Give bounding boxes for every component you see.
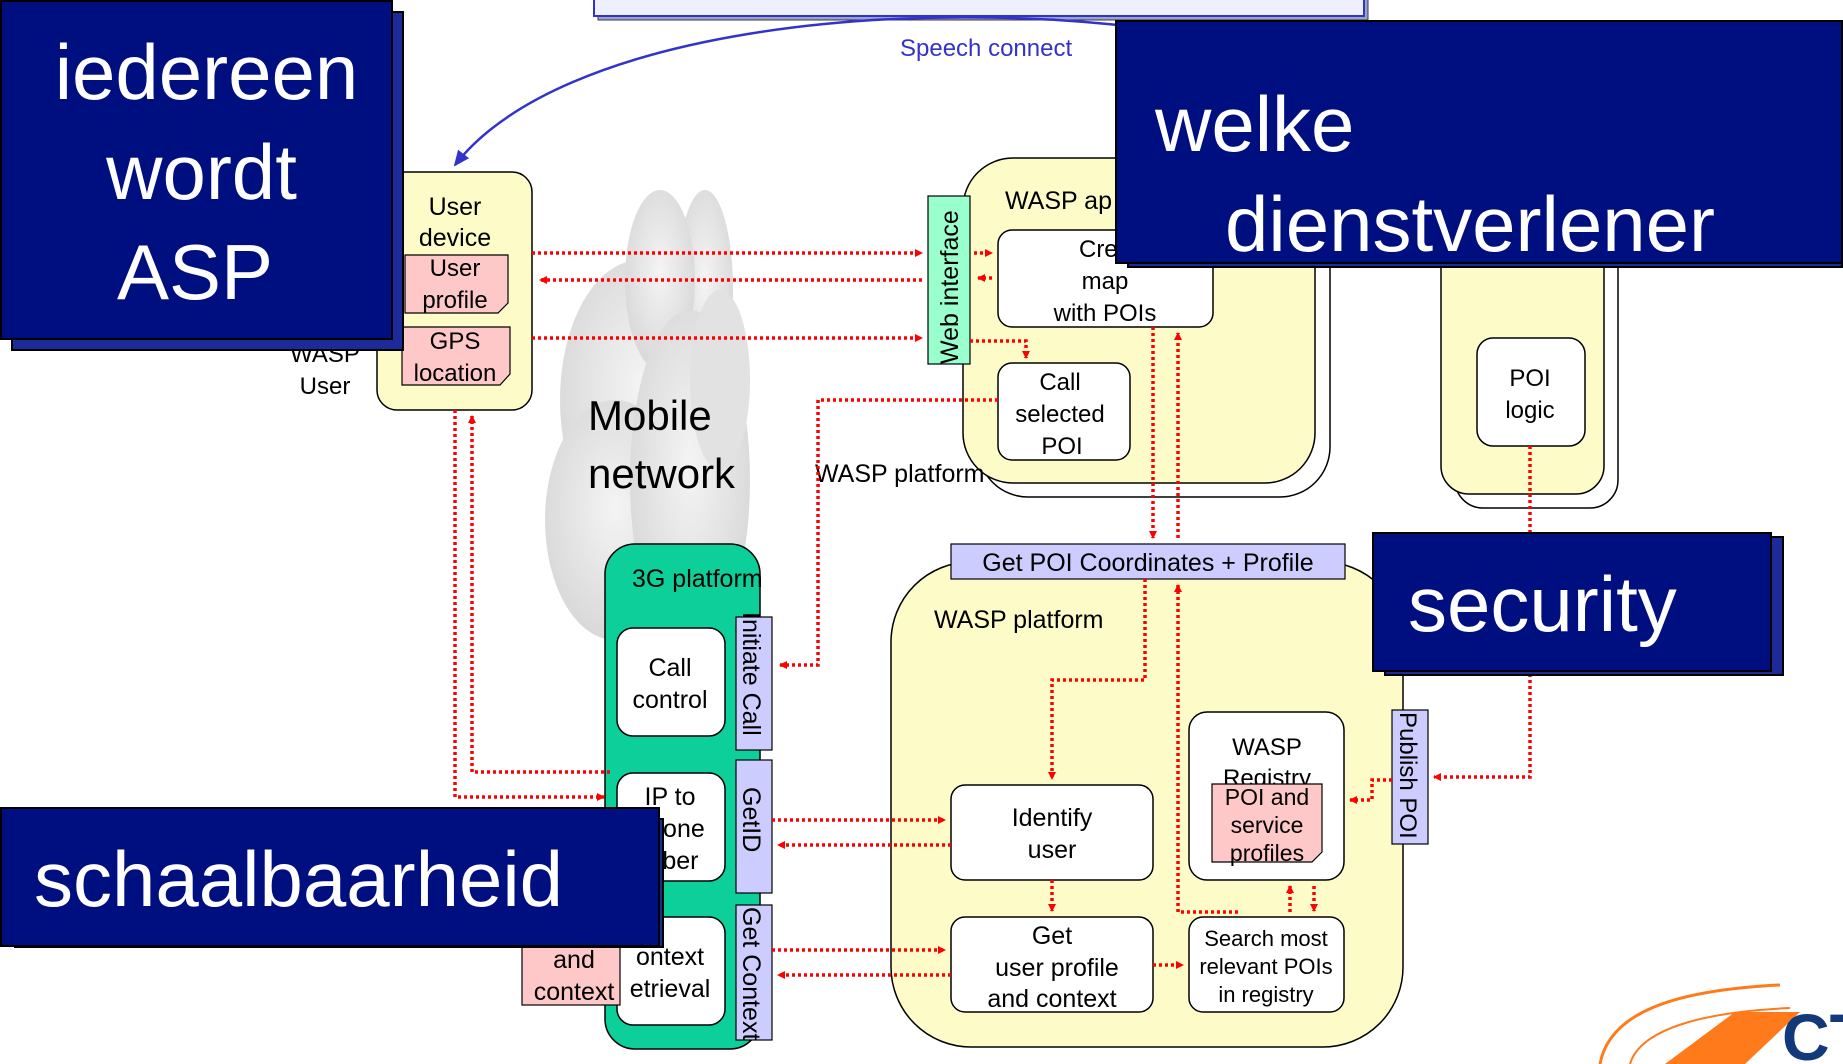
identify-label-1: Identify	[1012, 804, 1093, 832]
wasp-user-label-2: User	[300, 373, 351, 400]
call-poi-label-1: Call	[1039, 369, 1080, 396]
ctit-logo: CTI	[1598, 983, 1843, 1064]
user-profile-doc: User profile	[404, 254, 509, 314]
ip-phone-label-1: IP to	[645, 783, 696, 811]
context-label-2: etrieval	[630, 975, 711, 1003]
user-profile-label-2: profile	[422, 287, 487, 314]
gps-label-1: GPS	[430, 328, 481, 355]
connector-3g-to-device	[468, 415, 610, 774]
poi-profiles-label-2: service	[1231, 812, 1304, 838]
poi-profiles-label-3: profiles	[1230, 840, 1304, 866]
platform-3g-title: 3G platform	[632, 565, 763, 593]
gps-label-2: location	[414, 360, 497, 387]
get-poi-coordinates-bar: Get POI Coordinates + Profile	[950, 543, 1346, 580]
callout-security-text: security	[1408, 560, 1677, 648]
callout-iedereen-line-2: wordt	[106, 128, 297, 216]
identify-user-box: Identify user	[950, 784, 1154, 881]
callout-dienstverlener-line-2: dienstverlener	[1225, 180, 1715, 268]
getid-bar: GetID	[735, 759, 773, 894]
get-context-bar: Get Context	[735, 904, 773, 1041]
and-context-label-1: and	[553, 946, 595, 974]
call-control-label-2: control	[632, 686, 707, 714]
mobile-network-label-2: network	[588, 450, 736, 497]
create-map-label-3: with POIs	[1053, 300, 1157, 327]
call-control-label-1: Call	[648, 654, 691, 682]
get-context-label: Get Context	[737, 907, 765, 1040]
call-control-box: Call control	[616, 627, 726, 737]
callout-dienstverlener: welke dienstverlener	[1115, 20, 1843, 268]
get-profile-label-3: and context	[987, 985, 1116, 1013]
search-pois-box: Search most relevant POIs in registry	[1188, 916, 1345, 1013]
get-user-profile-box: Get user profile and context	[950, 916, 1154, 1013]
poi-logic-label-2: logic	[1505, 397, 1554, 424]
user-device-title-2: device	[419, 224, 491, 252]
identify-label-2: user	[1028, 836, 1077, 864]
wasp-registry-box: WASP Registry POI and service profiles	[1188, 711, 1345, 881]
call-poi-label-3: POI	[1041, 433, 1082, 460]
search-label-3: in registry	[1218, 982, 1313, 1007]
wasp-platform-title: WASP platform	[934, 606, 1104, 634]
initiate-call-bar: Initiate Call	[735, 612, 773, 751]
registry-label-1: WASP	[1232, 734, 1302, 761]
callout-iedereen: iedereen wordt ASP	[0, 0, 393, 340]
call-selected-poi-box: Call selected POI	[997, 362, 1131, 461]
callout-iedereen-line-1: iedereen	[54, 28, 359, 116]
logo-text: CTI	[1782, 1000, 1843, 1064]
callout-dienstverlener-line-1: welke	[1155, 80, 1355, 168]
and-context-label-2: context	[534, 978, 615, 1006]
initiate-call-label: Initiate Call	[737, 612, 765, 736]
getid-label: GetID	[737, 787, 765, 852]
connector-coordinates-to-identify	[1048, 579, 1147, 780]
callout-security: security	[1372, 532, 1772, 672]
connector-call-poi-to-initiate	[779, 398, 998, 669]
callout-schaalbaarheid-text: schaalbaarheid	[34, 835, 564, 923]
get-poi-coordinates-label: Get POI Coordinates + Profile	[982, 549, 1313, 577]
wasp-platform: WASP platform Identify user Get user pro…	[890, 561, 1404, 1048]
speech-connection-label: Speech connect	[900, 35, 1072, 62]
search-label-2: relevant POIs	[1199, 954, 1332, 979]
connector-search-to-coordinates	[1174, 584, 1238, 914]
mobile-network-label-1: Mobile	[588, 392, 712, 439]
publish-poi-label: Publish POI	[1394, 712, 1421, 839]
create-map-label-2: map	[1082, 268, 1129, 295]
search-label-1: Search most	[1204, 926, 1328, 951]
connector-device-to-3g	[453, 410, 605, 801]
get-profile-label-1: Get	[1032, 922, 1072, 950]
speech-server-box	[593, 0, 1369, 21]
user-device: User device User profile GPS location	[376, 171, 533, 411]
user-profile-label-1: User	[430, 255, 481, 282]
connector-publish-to-registry	[1349, 778, 1392, 804]
wasp-app-title: WASP ap	[1005, 187, 1112, 215]
web-interface-label: Web interface	[936, 210, 964, 364]
publish-poi-bar: Publish POI	[1391, 709, 1429, 845]
get-profile-label-2: user profile	[995, 954, 1119, 982]
callout-iedereen-line-3: ASP	[117, 228, 274, 316]
user-device-title-1: User	[429, 193, 482, 221]
connector-web-to-call-poi	[970, 339, 1030, 359]
callout-schaalbaarheid: schaalbaarheid	[0, 807, 660, 947]
platform-3g: 3G platform Call control IP to phone mbe…	[604, 543, 773, 1050]
speech-connection-arrow	[453, 16, 1161, 167]
gps-location-doc: GPS location	[401, 326, 511, 387]
poi-profiles-label-1: POI and	[1225, 784, 1309, 810]
connectors	[453, 249, 1532, 979]
web-interface-bar: Web interface	[927, 195, 971, 365]
poi-logic-label-1: POI	[1509, 365, 1550, 392]
call-poi-label-2: selected	[1015, 401, 1104, 428]
wasp-platform-label-middle: WASP platform	[815, 460, 985, 488]
mobile-network-cloud	[545, 190, 750, 650]
